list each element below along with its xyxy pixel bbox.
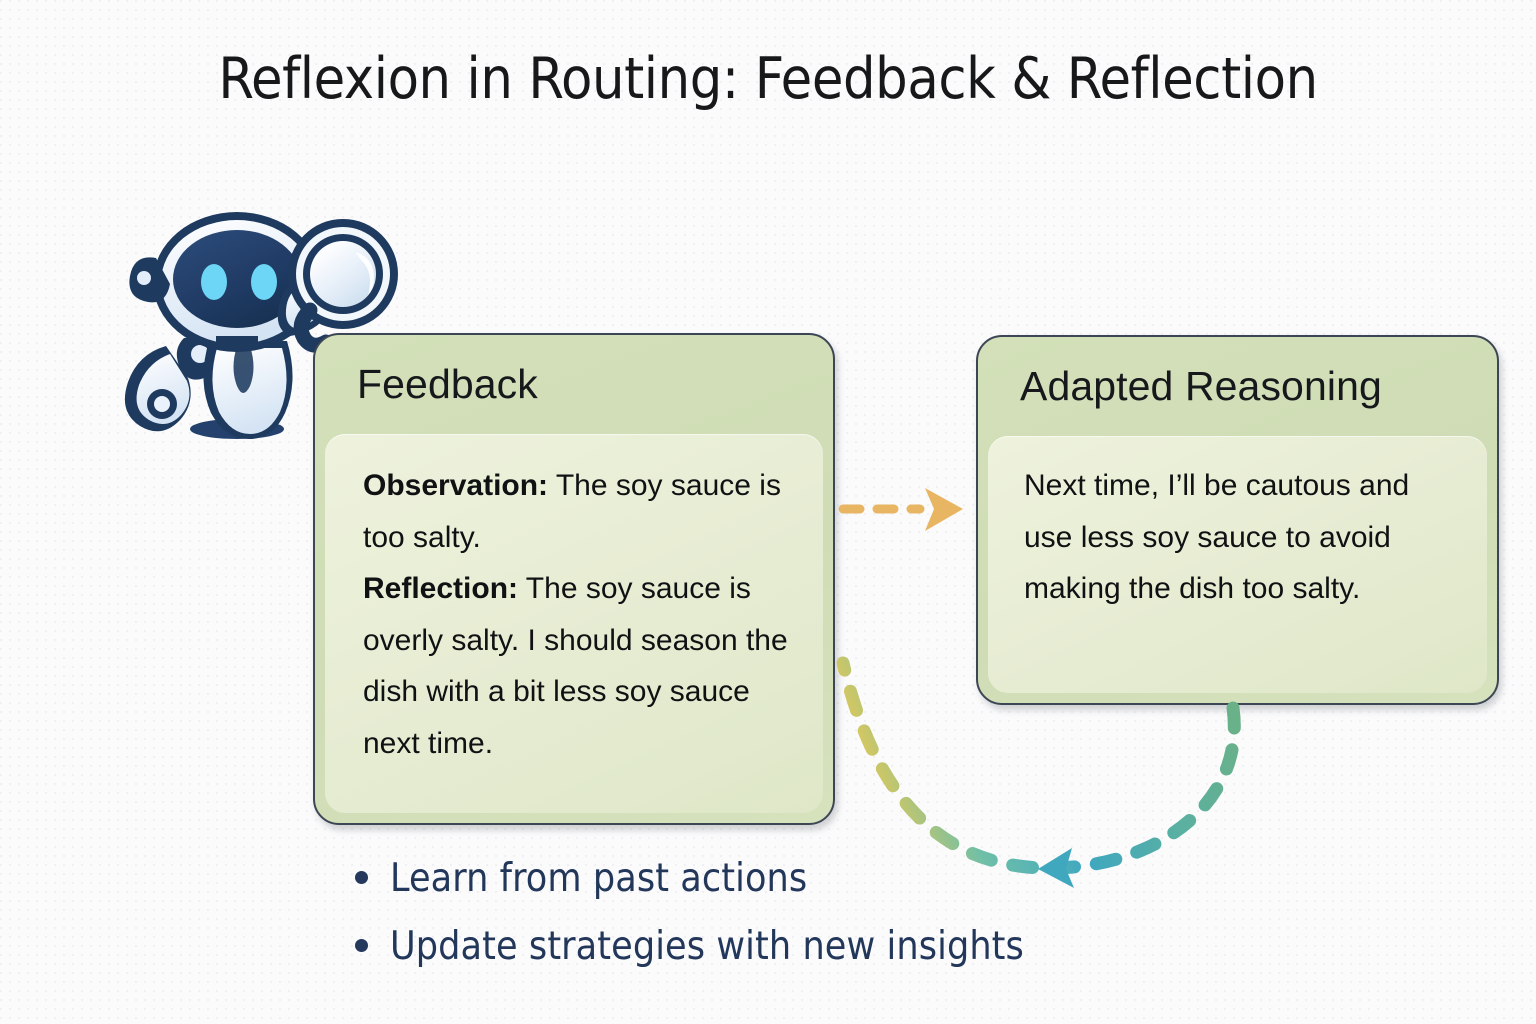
robot-left-shoulder-inner [191, 345, 209, 363]
magnifier-glare [356, 252, 374, 295]
page-title-lead: Reflexion in Routing: [218, 46, 739, 112]
feedback-reflection-text: The soy sauce is overly salty. I should … [363, 572, 788, 760]
robot-chest-panel [233, 346, 254, 393]
feedback-observation: Observation: The soy sauce is too salty. [363, 460, 789, 563]
robot-mascot [104, 196, 424, 456]
robot-left-ear-light [137, 271, 151, 285]
feedback-card-body: Observation: The soy sauce is too salty.… [325, 434, 823, 813]
robot-eye-right-icon [251, 264, 277, 300]
forward-arrow-head [925, 488, 963, 531]
feedback-observation-label: Observation: [363, 469, 549, 502]
feedback-reflection: Reflection: The soy sauce is overly salt… [363, 563, 789, 769]
page-title: Reflexion in Routing: Feedback & Reflect… [0, 46, 1536, 112]
adapted-body-text: Next time, I’ll be cautous and use less … [1024, 469, 1410, 606]
feedback-card: Feedback Observation: The soy sauce is t… [313, 333, 835, 825]
adapted-reasoning-card: Adapted Reasoning Next time, I’ll be cau… [976, 335, 1499, 705]
robot-neck [216, 336, 258, 351]
page-title-tail: Feedback & Reflection [738, 46, 1318, 112]
robot-left-hand-inner [154, 396, 170, 412]
adapted-card-body: Next time, I’ll be cautous and use less … [988, 436, 1487, 693]
bullet-dot-icon [355, 871, 368, 884]
bullet-label: Update strategies with new insights [390, 924, 1024, 969]
bullet-label: Learn from past actions [390, 856, 808, 901]
feedback-to-adapted-arrow [838, 488, 963, 531]
feedback-reflection-label: Reflection: [363, 572, 519, 606]
feedback-observation-text: The soy sauce is too salty. [363, 469, 781, 554]
bullet-dot-icon [355, 939, 368, 952]
robot-icon [124, 212, 398, 439]
list-item: Update strategies with new insights [355, 924, 1175, 969]
robot-eye-left-icon [201, 264, 227, 300]
list-item: Learn from past actions [355, 856, 1175, 901]
robot-torso [212, 348, 287, 434]
key-points-list: Learn from past actions Update strategie… [355, 856, 1175, 992]
robot-face-visor [173, 230, 301, 328]
magnifier-lens [310, 241, 376, 307]
feedback-card-title: Feedback [357, 361, 538, 407]
adapted-card-title: Adapted Reasoning [1020, 363, 1382, 409]
